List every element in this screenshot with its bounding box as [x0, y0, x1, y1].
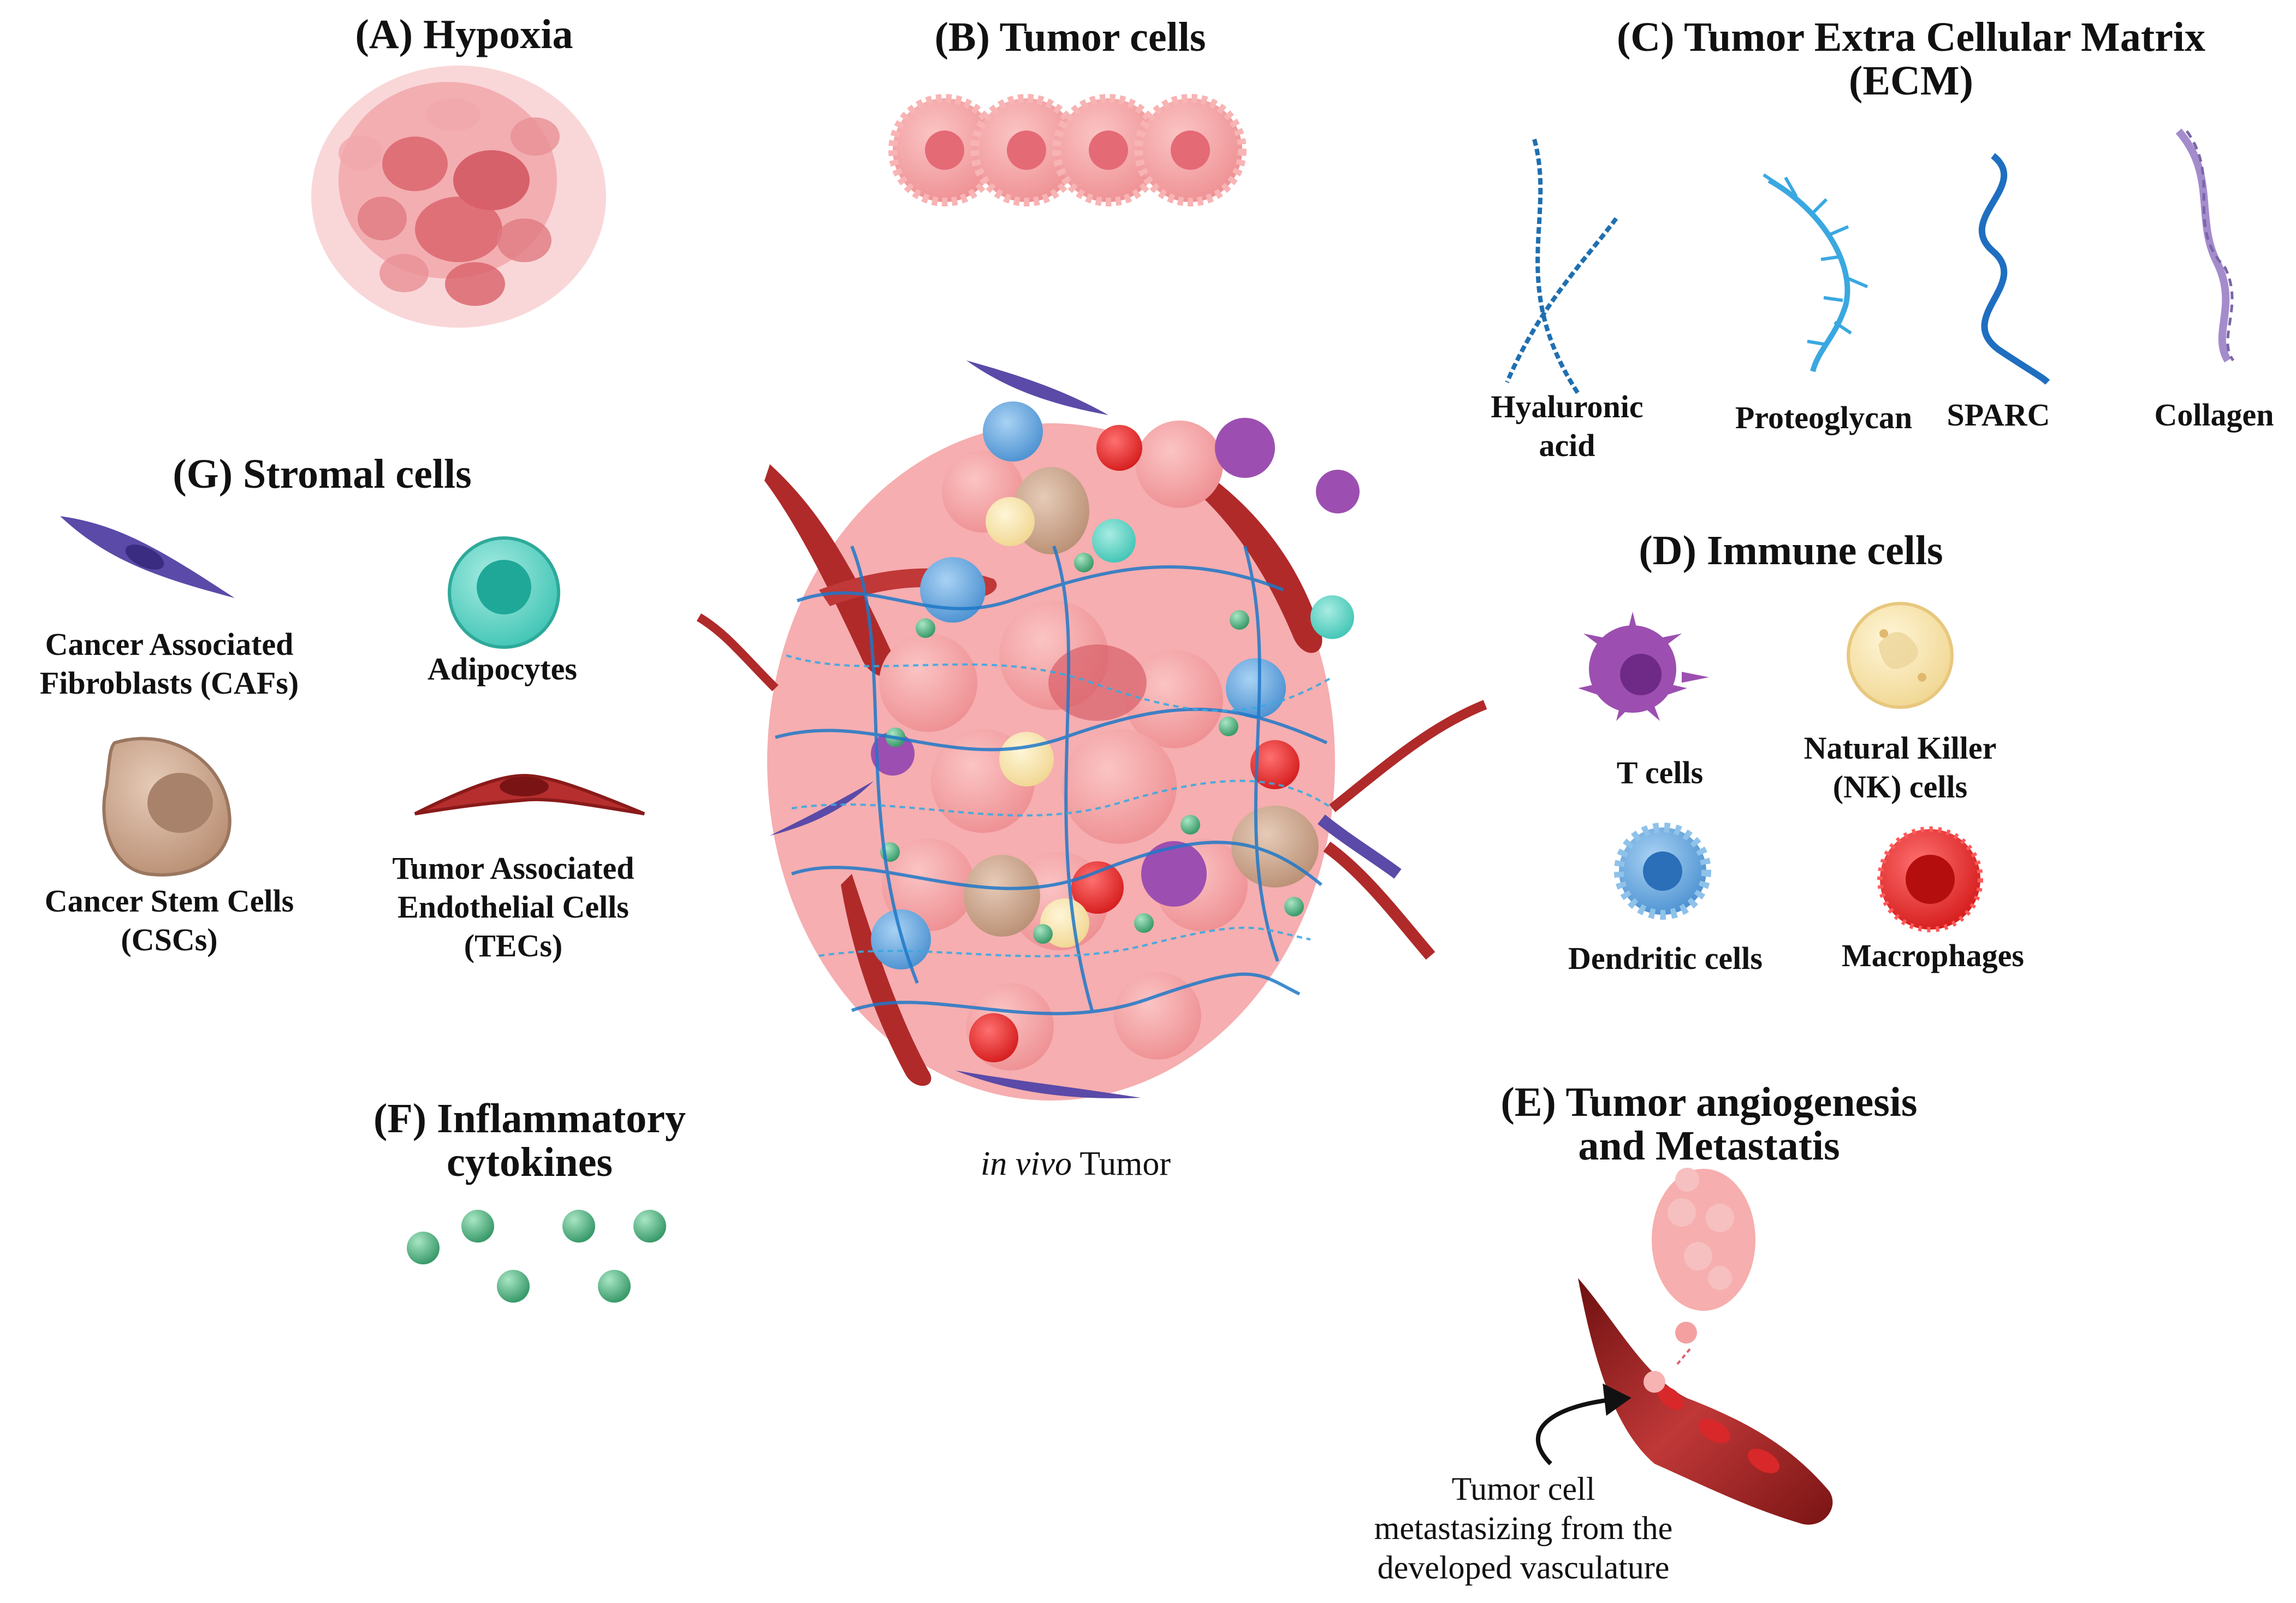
- metastasis-cluster-icon: [1652, 1168, 1755, 1367]
- in-vivo-tumor-icon: [696, 360, 1487, 1101]
- angiogenesis-title: (E) Tumor angiogenesis and Metastatis: [1452, 1081, 1966, 1167]
- cytokine-dots-icon: [407, 1210, 666, 1303]
- collagen-label: Collagen: [2154, 397, 2274, 433]
- hyaluronic-acid-icon: [1505, 138, 1618, 395]
- caf-label-line2: Fibroblasts (CAFs): [39, 665, 299, 701]
- cytokines-title-line2: cytokines: [447, 1139, 613, 1185]
- tumor-cells-title: (B) Tumor cells: [934, 14, 1206, 60]
- angiogenesis-title-line2: and Metastatis: [1578, 1123, 1840, 1169]
- dendritic-cells-label: Dendritic cells: [1568, 940, 1763, 976]
- immune-cells-title: (D) Immune cells: [1639, 528, 1943, 573]
- csc-label-line2: (CSCs): [121, 921, 218, 957]
- in-vivo-tumor-caption: in vivo Tumor: [906, 1147, 1245, 1181]
- metastasis-arrow-icon: [1535, 1383, 1631, 1465]
- metastasis-note-line1: Tumor cell: [1451, 1471, 1595, 1507]
- macrophage-icon: [1877, 826, 1983, 932]
- collagen-icon: [2175, 128, 2235, 363]
- adipocyte-icon: [448, 536, 560, 649]
- hyaluronic-acid-label-line1: Hyaluronic: [1491, 389, 1644, 424]
- sparc-label: SPARC: [1947, 397, 2050, 433]
- csc-label: Cancer Stem Cells (CSCs): [11, 882, 328, 960]
- caf-label: Cancer Associated Fibroblasts (CAFs): [11, 625, 328, 703]
- adipocytes-label: Adipocytes: [428, 651, 577, 687]
- ecm-title-line1: (C) Tumor Extra Cellular Matrix: [1617, 14, 2205, 60]
- blood-vessel-icon: [1578, 1278, 1833, 1525]
- nk-cells-label-line1: Natural Killer: [1803, 730, 1997, 766]
- tumor-endothelial-cell-icon: [414, 773, 645, 815]
- proteoglycan-label: Proteoglycan: [1735, 400, 1913, 435]
- tumor-cells-row-icon: [888, 94, 1247, 206]
- hypoxia-cluster-icon: [311, 66, 606, 328]
- ecm-title: (C) Tumor Extra Cellular Matrix (ECM): [1573, 16, 2250, 102]
- hyaluronic-acid-label: Hyaluronic acid: [1480, 388, 1654, 465]
- cancer-stem-cell-icon: [102, 737, 232, 877]
- t-cell-icon: [1578, 612, 1709, 721]
- metastasis-note-line3: developed vasculature: [1377, 1549, 1670, 1586]
- stromal-cells-title: (G) Stromal cells: [173, 451, 472, 497]
- tec-label: Tumor Associated Endothelial Cells (TECs…: [355, 849, 672, 965]
- nk-cells-label-line2: (NK) cells: [1832, 768, 1968, 805]
- angiogenesis-title-line1: (E) Tumor angiogenesis: [1500, 1079, 1918, 1125]
- proteoglycan-icon: [1763, 173, 1868, 372]
- nk-cells-label: Natural Killer (NK) cells: [1758, 729, 2042, 807]
- sparc-icon: [1978, 153, 2050, 385]
- hypoxia-title: (A) Hypoxia: [355, 11, 573, 57]
- t-cells-label: T cells: [1616, 755, 1704, 790]
- nk-cell-icon: [1847, 602, 1954, 709]
- caf-fibroblast-icon: [60, 516, 235, 598]
- in-vivo-italic-text: in vivo: [981, 1145, 1072, 1182]
- metastasis-note: Tumor cell metastasizing from the develo…: [1332, 1469, 1714, 1587]
- caf-label-line1: Cancer Associated: [45, 626, 294, 662]
- cytokines-title: (F) Inflammatory cytokines: [339, 1098, 721, 1183]
- in-vivo-caption-rest: Tumor: [1072, 1145, 1171, 1182]
- hyaluronic-acid-label-line2: acid: [1539, 427, 1595, 463]
- tec-label-line3: (TECs): [464, 927, 563, 963]
- macrophages-label: Macrophages: [1841, 938, 2024, 973]
- metastasis-note-line2: metastasizing from the: [1374, 1510, 1673, 1546]
- tec-label-line2: Endothelial Cells: [398, 889, 629, 925]
- tec-label-line1: Tumor Associated: [392, 850, 634, 886]
- ecm-title-line2: (ECM): [1849, 58, 1973, 104]
- cytokines-title-line1: (F) Inflammatory: [373, 1096, 686, 1141]
- csc-label-line1: Cancer Stem Cells: [44, 883, 294, 919]
- dendritic-cell-icon: [1614, 823, 1711, 920]
